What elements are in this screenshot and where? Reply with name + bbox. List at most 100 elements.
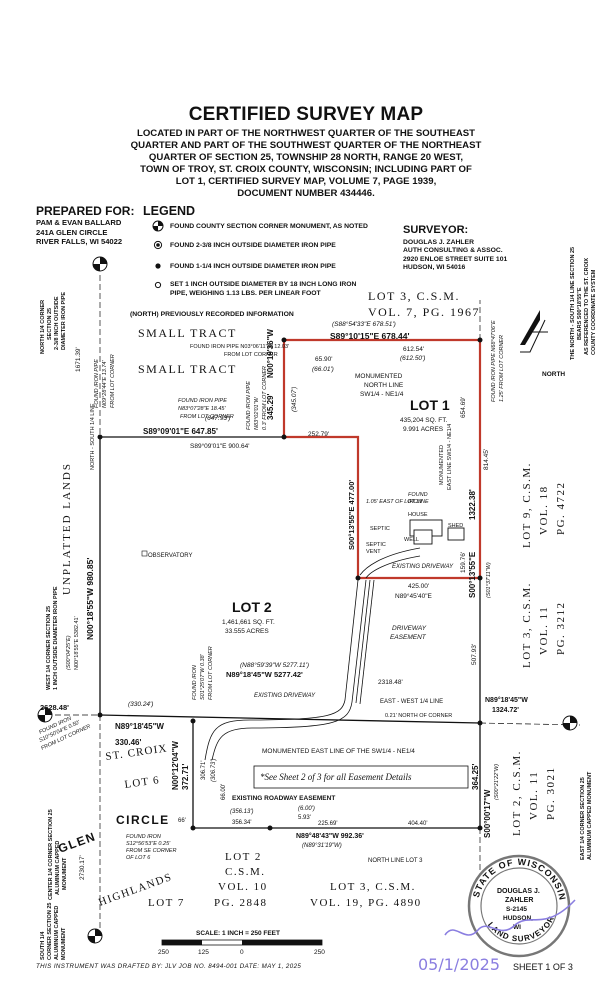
- description-line: TOWN OF TROY, ST. CROIX COUNTY, WISCONSI…: [140, 164, 472, 175]
- s89-09-01-900: S89°09'01"E 900.64': [190, 442, 249, 450]
- n14-corner-1: NORTH 1/4 CORNER: [40, 300, 46, 354]
- dist-306-71: 306.71': [201, 761, 207, 781]
- nw-pipe-1: FOUND IRON PIPE: [94, 359, 100, 408]
- house-footprint: [409, 519, 465, 545]
- lot2-csm-label: LOT 2: [225, 851, 262, 863]
- see-sheet-2-note: *See Sheet 2 of 3 for all Easement Detai…: [260, 772, 412, 782]
- surveyor-line: AUTH CONSULTING & ASSOC.: [403, 247, 503, 255]
- glen-label: GLEN: [56, 829, 98, 856]
- septic-label: SEPTIC: [370, 526, 390, 532]
- legend-heading: LEGEND: [143, 204, 196, 218]
- dist-330-24: (330.24'): [128, 701, 153, 708]
- north-arrow-icon: [520, 310, 548, 353]
- dist-647-93: (647.93'): [205, 415, 230, 422]
- e14-corner-1: EAST 1/4 CORNER SECTION 25: [580, 777, 586, 860]
- scale-tick-250-left: 250: [158, 949, 169, 956]
- ne-note-3: AS REFERENCED TO THE ST. CROIX: [584, 258, 590, 355]
- found-iron-mid-2: N83°02'01"W: [254, 396, 260, 430]
- lot3-right-2: VOL. 11: [538, 606, 550, 655]
- prepared-line: RIVER FALLS, WI 54022: [36, 237, 123, 246]
- s00-00-17-bearing: S00°00'17"W: [483, 789, 492, 838]
- n89-18-45-west: N89°18'45"W: [115, 722, 164, 731]
- description-line: QUARTER AND PART OF THE SOUTHWEST QUARTE…: [130, 140, 482, 151]
- c14-corner-3: MONUMENT: [62, 857, 68, 890]
- dist-1322-38: 1322.38': [468, 489, 477, 520]
- lot1-label: LOT 1: [410, 397, 450, 413]
- description-line: DOCUMENT NUMBER 434446.: [237, 188, 375, 199]
- found-iron-s-2: S01°25'07"W 0.38': [200, 653, 206, 700]
- dist-225-69: 225.69': [318, 821, 338, 827]
- surveyor-line: 2920 ENLOE STREET SUITE 101: [403, 255, 508, 263]
- dist-364-25: 364.25': [471, 764, 480, 790]
- found-iron-mid-3: 0.3' FROM LOT CORNER: [262, 366, 268, 430]
- existing-roadway-easement: EXISTING ROADWAY EASEMENT: [232, 795, 335, 802]
- csm-label: C.S.M.: [225, 866, 266, 878]
- c14-corner-1: CENTER 1/4 CORNER SECTION 25: [48, 809, 54, 900]
- dist-2318-48: 2318.48': [378, 679, 403, 686]
- monumented-east-2: EAST LINE SW1/4 - NE1/4: [447, 424, 453, 490]
- found-iron-mid-1: FOUND IRON PIPE: [246, 381, 252, 430]
- s14-corner-3: ALUMINUM CAPPED: [54, 906, 60, 960]
- scale-bar: SCALE: 1 INCH = 250 FEET 250 125 0 250: [158, 930, 325, 956]
- lot2-area-sqft: 1,461,661 SQ. FT.: [222, 619, 275, 626]
- dist-1671-39: 1671.39': [75, 347, 82, 372]
- n14-corner-4: DIAMETER IRON PIPE: [61, 292, 67, 350]
- existing-driveway-label: EXISTING DRIVEWAY: [392, 564, 454, 570]
- lot1-area-sqft: 435,204 SQ. FT.: [400, 417, 448, 424]
- ne-note-2: BEARS S00°18'55"E: [577, 287, 583, 340]
- west-line-record: (S00°04'25"E): [66, 635, 72, 670]
- seal-line-3: S-2145: [506, 906, 527, 913]
- s14-corner-1: SOUTH 1/4: [40, 931, 46, 960]
- dist-356-13: (356.13'): [230, 809, 254, 815]
- legend-item-pipe-114: FOUND 1-1/4 INCH OUTSIDE DIAMETER IRON P…: [170, 263, 336, 270]
- map-description: LOCATED IN PART OF THE NORTHWEST QUARTER…: [60, 128, 552, 200]
- description-line: QUARTER OF SECTION 25, TOWNSHIP 28 NORTH…: [148, 152, 464, 163]
- east-west-line-label: EAST - WEST 1/4 LINE: [380, 699, 443, 705]
- s00-00-17-record: (S00°21'22"W): [494, 764, 500, 800]
- map-title: CERTIFIED SURVEY MAP: [188, 104, 424, 125]
- dist-2730-17: 2730.17': [79, 855, 86, 880]
- lot3-right-1: LOT 3, C.S.M.: [521, 582, 533, 668]
- east-of-lot-line: 1.05' EAST OF LOT LINE: [366, 499, 429, 505]
- well-label: WELL: [404, 537, 419, 543]
- w14-corner-1: WEST 1/4 CORNER SECTION 25: [46, 606, 52, 690]
- scale-label: SCALE: 1 INCH = 250 FEET: [196, 930, 280, 937]
- lot9-right-3: PG. 4722: [555, 481, 567, 535]
- dist-306-73: (306.73'): [211, 759, 217, 783]
- lot9-right-2: VOL. 18: [538, 485, 550, 535]
- e14-corner-2: ALUMINUM CAPPED MONUMENT: [587, 771, 593, 860]
- scale-tick-0: 0: [240, 949, 244, 956]
- dist-66-00: 66.00': [221, 784, 227, 800]
- dist-356-34: 356.34': [232, 820, 252, 826]
- legend-item-monument: FOUND COUNTY SECTION CORNER MONUMENT, AS…: [170, 223, 368, 230]
- monumented-east-sw-label: MONUMENTED EAST LINE OF THE SW1/4 - NE1/…: [262, 748, 415, 755]
- vol19-label: VOL. 19, PG. 4890: [310, 897, 422, 909]
- found-iron-s-1: FOUND IRON: [192, 665, 198, 700]
- small-tract-label-upper: SMALL TRACT: [138, 326, 237, 340]
- septic-vent-2: VENT: [366, 549, 381, 555]
- found-iron-w-3: FROM LOT CORNER: [180, 414, 234, 420]
- surveyor-line: DOUGLAS J. ZAHLER: [403, 239, 474, 246]
- septic-vent-1: SEPTIC: [366, 542, 386, 548]
- dist-6-00: (6.00'): [298, 806, 315, 812]
- scale-tick-250-right: 250: [314, 949, 325, 956]
- n14-corner-2: SECTION 25: [47, 308, 53, 340]
- n00-12-04-bearing: N00°12'04"W: [171, 741, 180, 790]
- surveyor-address: DOUGLAS J. ZAHLER AUTH CONSULTING & ASSO…: [403, 239, 507, 272]
- north-line-record: (S88°54'33"E 678.51'): [332, 320, 396, 328]
- monumented-east-1: MONUMENTED: [439, 445, 445, 485]
- west-line-record-2: N00°18'55"E 5382.41': [74, 616, 80, 670]
- prepared-line: PAM & EVAN BALLARD: [36, 218, 122, 227]
- s89-09-01-bearing: S89°09'01"E 647.85': [143, 427, 218, 436]
- sheet-number: SHEET 1 OF 3: [513, 962, 573, 972]
- lot2-right-1: LOT 2, C.S.M.: [511, 750, 523, 836]
- lot7-label: LOT 7: [148, 897, 185, 909]
- monumented-north-2: NORTH LINE: [364, 382, 404, 389]
- dist-654-69: 654.69': [460, 397, 467, 418]
- lot2-label: LOT 2: [232, 599, 272, 615]
- found-iron-e-1: FOUND: [408, 492, 428, 498]
- driveway-easement-1: DRIVEWAY: [392, 625, 427, 632]
- n89-48-43-bearing: N89°48'43"W 992.36': [296, 832, 364, 840]
- north-south-line-label: NORTH - SOUTH 1/4 LINE: [90, 403, 96, 470]
- driveway-easement-2: EASEMENT: [390, 634, 427, 641]
